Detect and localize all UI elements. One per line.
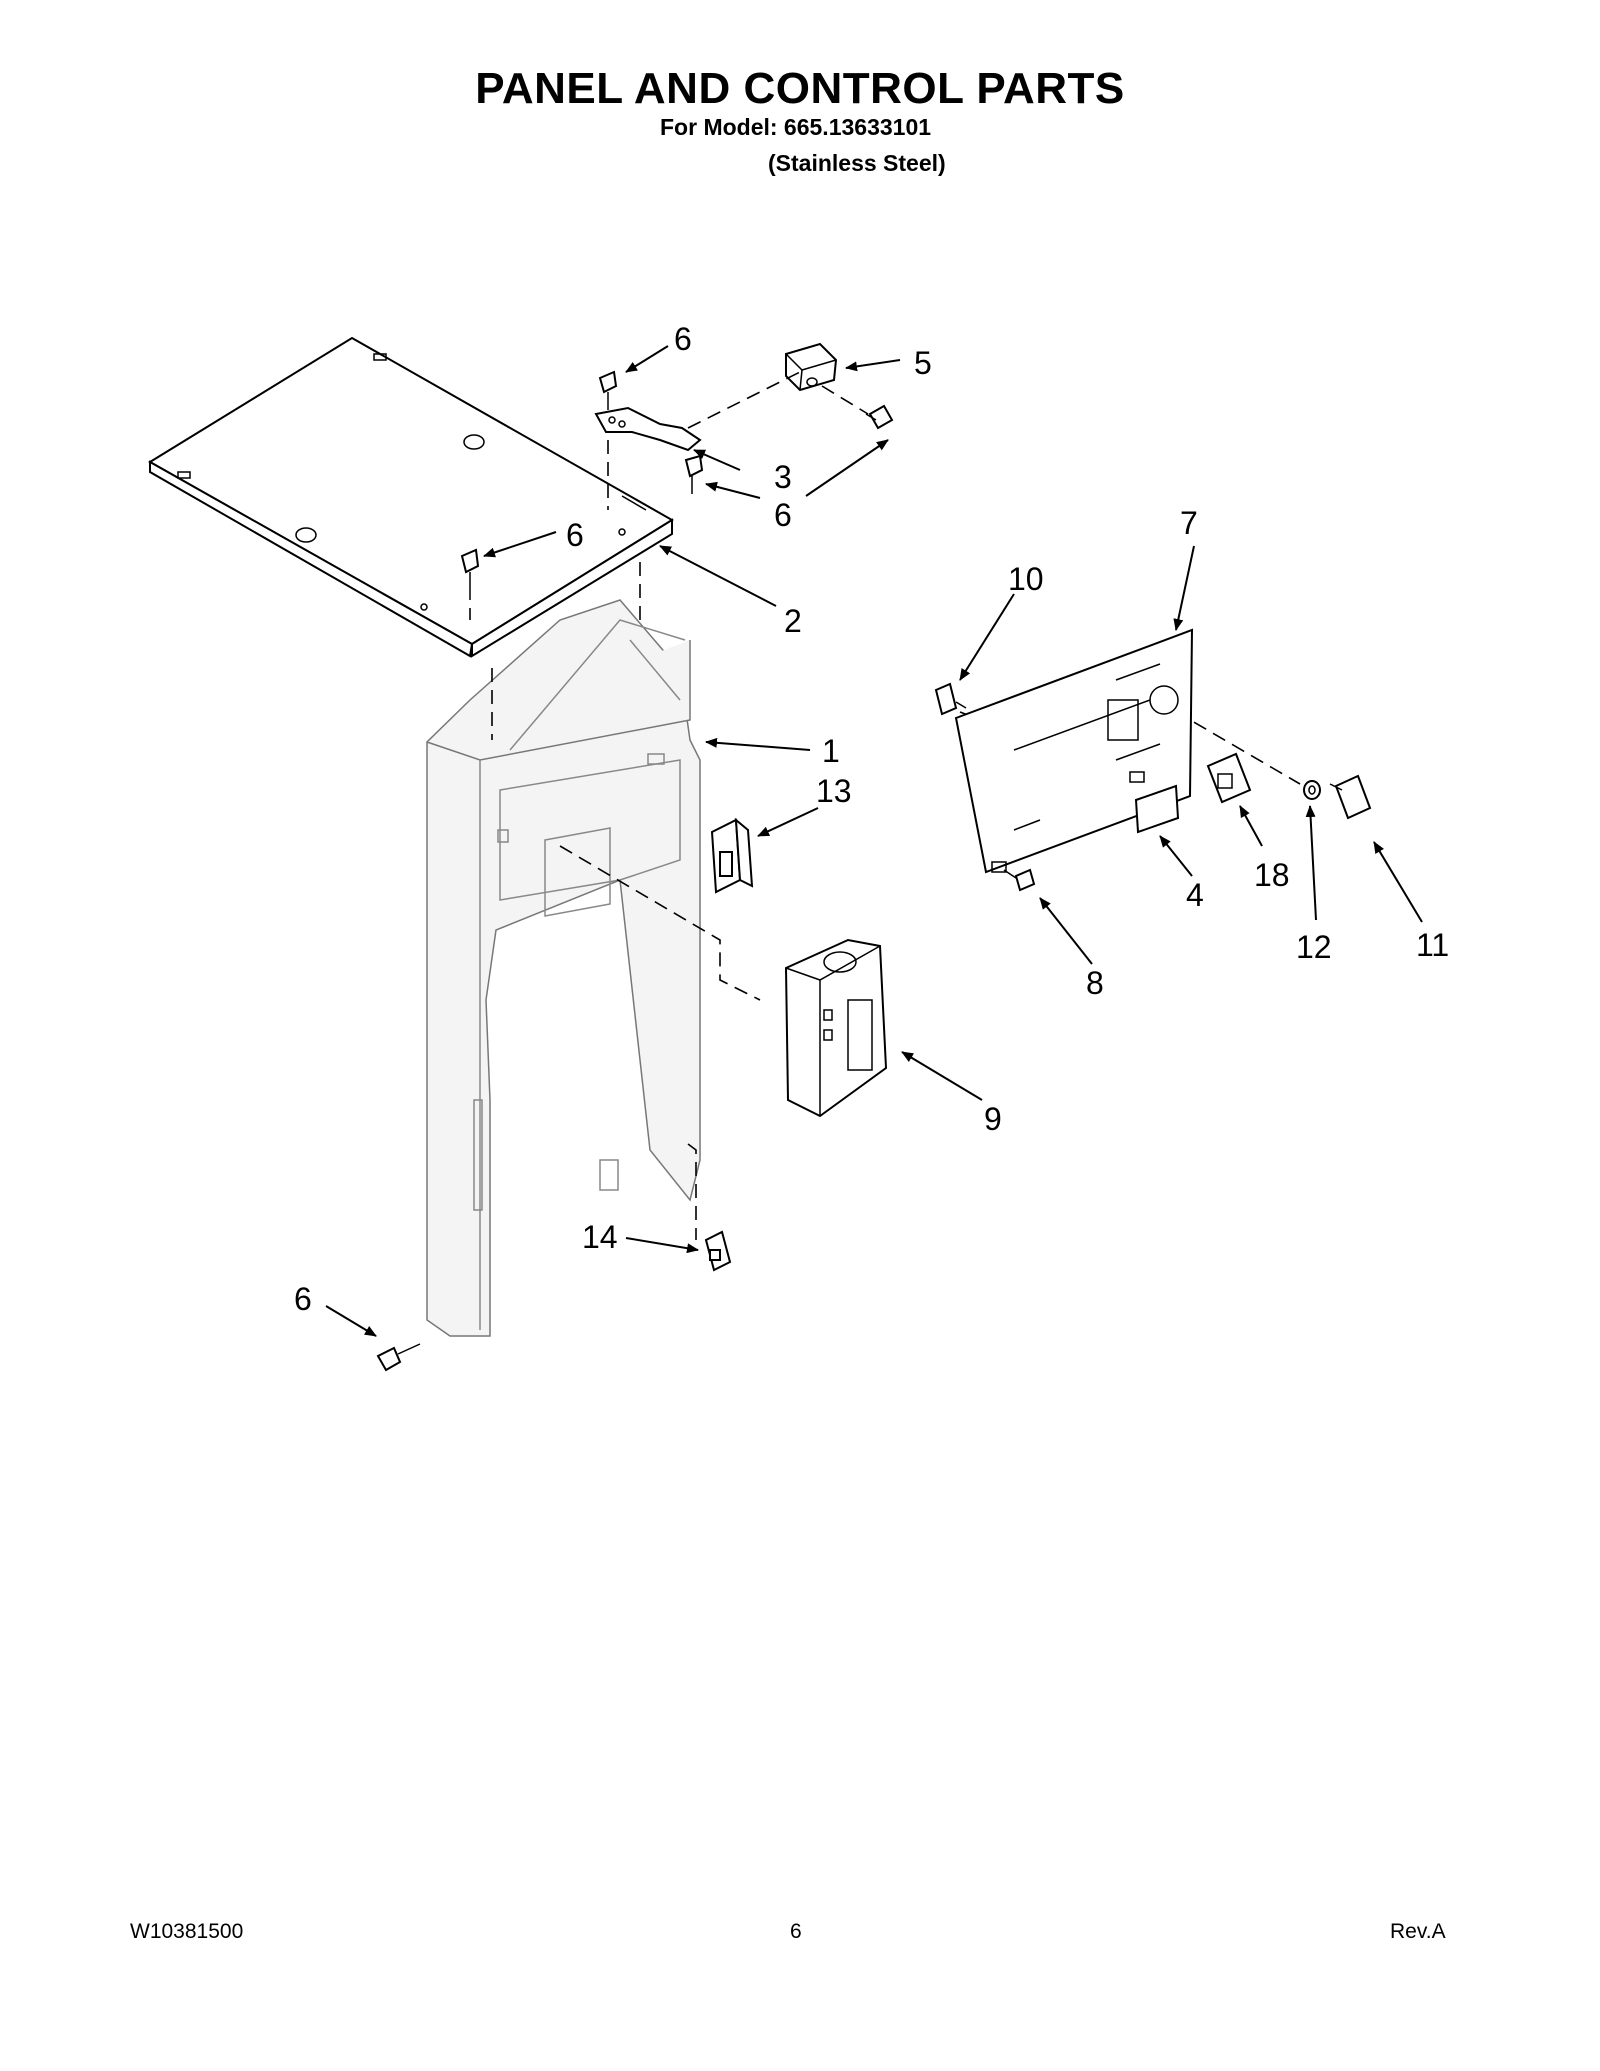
- doc-number: W10381500: [130, 1920, 244, 1943]
- leader-arrow-18: [1239, 805, 1263, 847]
- leader-arrow-8: [1039, 897, 1093, 965]
- leader-arrow-6c: [483, 531, 557, 558]
- page-title: PANEL AND CONTROL PARTS: [475, 64, 1125, 113]
- assembly-line-housing: [559, 845, 761, 1001]
- callout-18: 18: [1254, 857, 1290, 893]
- callout-10: 10: [1008, 561, 1044, 597]
- assembly-line-wire: [687, 1143, 697, 1240]
- revision: Rev.A: [1390, 1920, 1446, 1943]
- leader-arrow-10: [959, 593, 1015, 681]
- screw-6-bottom: [376, 1343, 421, 1372]
- leader-arrow-1: [705, 737, 811, 751]
- leader-arrow-7: [1173, 545, 1195, 631]
- callout-14: 14: [582, 1219, 618, 1255]
- page-number: 6: [790, 1920, 802, 1943]
- knob-part: [1329, 774, 1372, 820]
- leader-arrow-13: [757, 807, 819, 837]
- assembly-line-bracket-connector: [687, 371, 801, 429]
- screw-6-right: [865, 404, 894, 430]
- screw-6-shelf: [460, 548, 480, 600]
- connector-block-part: [785, 342, 838, 392]
- callout-5: 5: [914, 345, 932, 381]
- leader-arrow-9: [901, 1051, 983, 1101]
- callout-12: 12: [1296, 929, 1332, 965]
- callout-9: 9: [984, 1101, 1002, 1137]
- callout-6-top: 6: [674, 321, 692, 357]
- panel-screw-part: [1003, 868, 1036, 892]
- dispenser-housing-part: [784, 938, 888, 1118]
- leader-arrow-14: [625, 1237, 699, 1254]
- screw-6-mid: [684, 454, 704, 494]
- callout-6-bottom: 6: [294, 1281, 312, 1317]
- leader-arrow-6-right: [805, 439, 889, 497]
- small-switch-part: [704, 1230, 732, 1272]
- rocker-switch-part: [710, 817, 754, 894]
- callout-2: 2: [784, 603, 802, 639]
- top-shelf-part: [148, 336, 674, 658]
- leader-arrow-3: [693, 449, 741, 471]
- callout-1: 1: [822, 733, 840, 769]
- model-line: For Model: 665.13633101: [660, 114, 932, 140]
- callout-6-shelf: 6: [566, 517, 584, 553]
- washer-part: [1303, 780, 1321, 800]
- callout-13: 13: [816, 773, 852, 809]
- callout-7: 7: [1180, 505, 1198, 541]
- leader-arrow-6d: [325, 1305, 377, 1337]
- control-panel-part: [954, 628, 1194, 874]
- label-part: [1134, 784, 1180, 834]
- callout-4: 4: [1186, 877, 1204, 913]
- leader-arrow-2: [659, 545, 777, 607]
- leader-arrow-11: [1373, 841, 1423, 923]
- callout-3: 3: [774, 459, 792, 495]
- leader-arrow-5: [845, 359, 901, 372]
- callout-8: 8: [1086, 965, 1104, 1001]
- bracket-part: [594, 406, 702, 452]
- leader-arrow-6a: [625, 345, 669, 373]
- assembly-line-connector-screw: [821, 385, 869, 415]
- callout-6-mid: 6: [774, 497, 792, 533]
- leader-arrow-4: [1159, 835, 1193, 877]
- screw-6-top: [598, 370, 618, 410]
- mounting-clip-part: [934, 682, 967, 716]
- variant-line: (Stainless Steel): [768, 150, 946, 176]
- back-panel-part: [426, 599, 701, 1337]
- callout-11: 11: [1416, 927, 1449, 963]
- leader-arrow-6b: [705, 481, 761, 499]
- panel-switch-part: [1206, 752, 1252, 804]
- leader-arrow-12: [1305, 805, 1317, 921]
